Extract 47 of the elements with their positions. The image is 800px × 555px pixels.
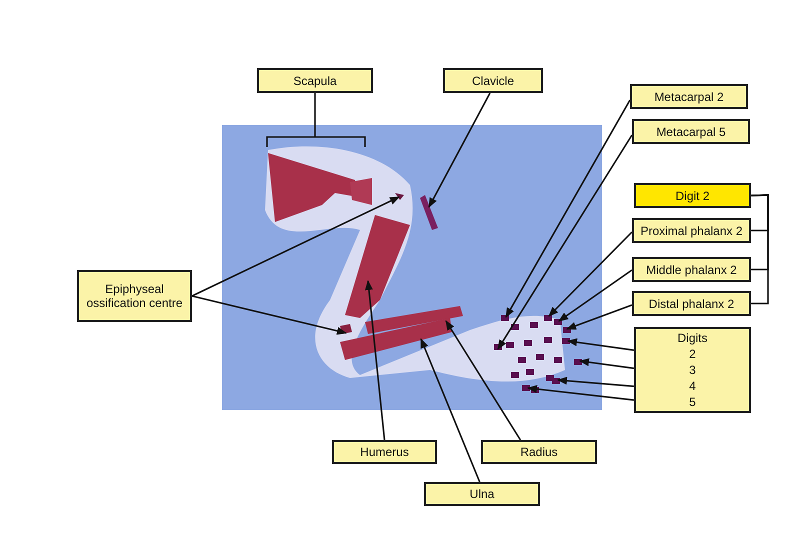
label-card: [332, 440, 437, 464]
part-label: Proximal phalanx 2: [640, 224, 743, 238]
leader-arrow: [428, 92, 491, 208]
part-label: Scapula: [293, 74, 337, 88]
leader-arrow: [505, 100, 631, 318]
bracket-line: [266, 92, 366, 148]
label-card: [632, 291, 751, 316]
leader-arrow: [557, 376, 634, 388]
part-label: 3: [689, 362, 696, 378]
label-card: [424, 482, 540, 506]
part-label: Digit 2: [675, 188, 710, 202]
part-label: Digits: [677, 330, 708, 346]
label-card: [257, 68, 373, 93]
part-label: Humerus: [360, 445, 409, 459]
label-card: [77, 270, 192, 322]
part-label: 5: [689, 394, 696, 410]
label-card: [443, 68, 543, 93]
part-label: Radius: [520, 445, 558, 459]
part-label: Clavicle: [472, 74, 514, 88]
part-label: Metacarpal 5: [656, 124, 726, 138]
label-card: [632, 119, 750, 144]
part-label: 4: [689, 378, 696, 394]
leader-arrow: [527, 385, 634, 401]
leader-arrow: [497, 134, 633, 350]
part-label: Middle phalanx 2: [646, 262, 737, 276]
label-card: [634, 327, 751, 413]
leader-arrow: [445, 320, 522, 440]
leader-arrow: [558, 269, 632, 322]
part-label: 2: [689, 346, 696, 362]
leader-arrow: [579, 358, 634, 370]
label-card: [632, 257, 751, 282]
leader-arrow: [192, 295, 347, 335]
label-card: [634, 183, 751, 208]
part-label: Distal phalanx 2: [648, 296, 734, 310]
part-label: Epiphyseal ossification centre: [85, 282, 184, 310]
leader-arrow: [566, 304, 632, 330]
label-card: [632, 218, 751, 243]
leader-arrow: [548, 231, 633, 317]
leader-arrow: [364, 280, 386, 440]
leader-arrow: [567, 338, 634, 352]
bracket-line: [750, 194, 769, 304]
part-label: Ulna: [470, 487, 494, 501]
part-label: Metacarpal 2: [654, 90, 724, 104]
label-card: [481, 440, 597, 464]
label-card: [630, 84, 748, 109]
leader-arrow: [192, 196, 400, 297]
leader-arrow: [420, 338, 480, 482]
